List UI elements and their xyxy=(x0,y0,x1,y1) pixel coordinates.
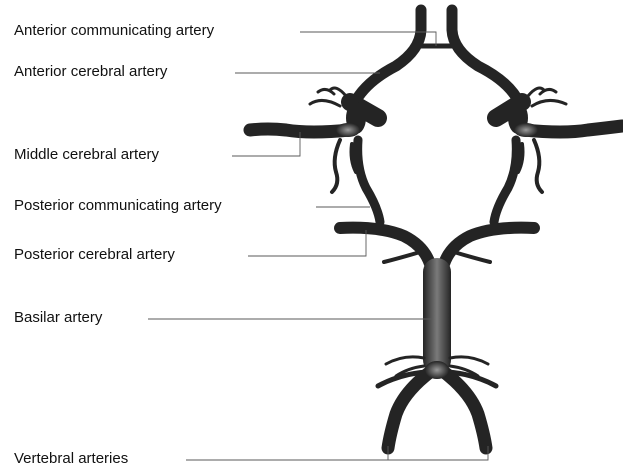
anterior-cerebral-arteries xyxy=(354,10,520,104)
posterior-communicating-arteries xyxy=(358,140,517,222)
basilar-artery-label: Basilar artery xyxy=(14,309,102,327)
middle-cerebral-arteries xyxy=(250,123,622,192)
anterior-cerebral-artery-label: Anterior cerebral artery xyxy=(14,63,167,81)
leader-posterior-cerebral xyxy=(248,230,366,256)
middle-cerebral-artery-label: Middle cerebral artery xyxy=(14,146,159,164)
leader-lines xyxy=(148,32,488,460)
posterior-cerebral-artery-label: Posterior cerebral artery xyxy=(14,246,175,264)
posterior-communicating-artery-label: Posterior communicating artery xyxy=(14,197,222,215)
anterior-communicating-artery-label: Anterior communicating artery xyxy=(14,22,214,40)
leader-vertebral xyxy=(186,446,488,460)
vertebral-arteries-label: Vertebral arteries xyxy=(14,450,128,468)
